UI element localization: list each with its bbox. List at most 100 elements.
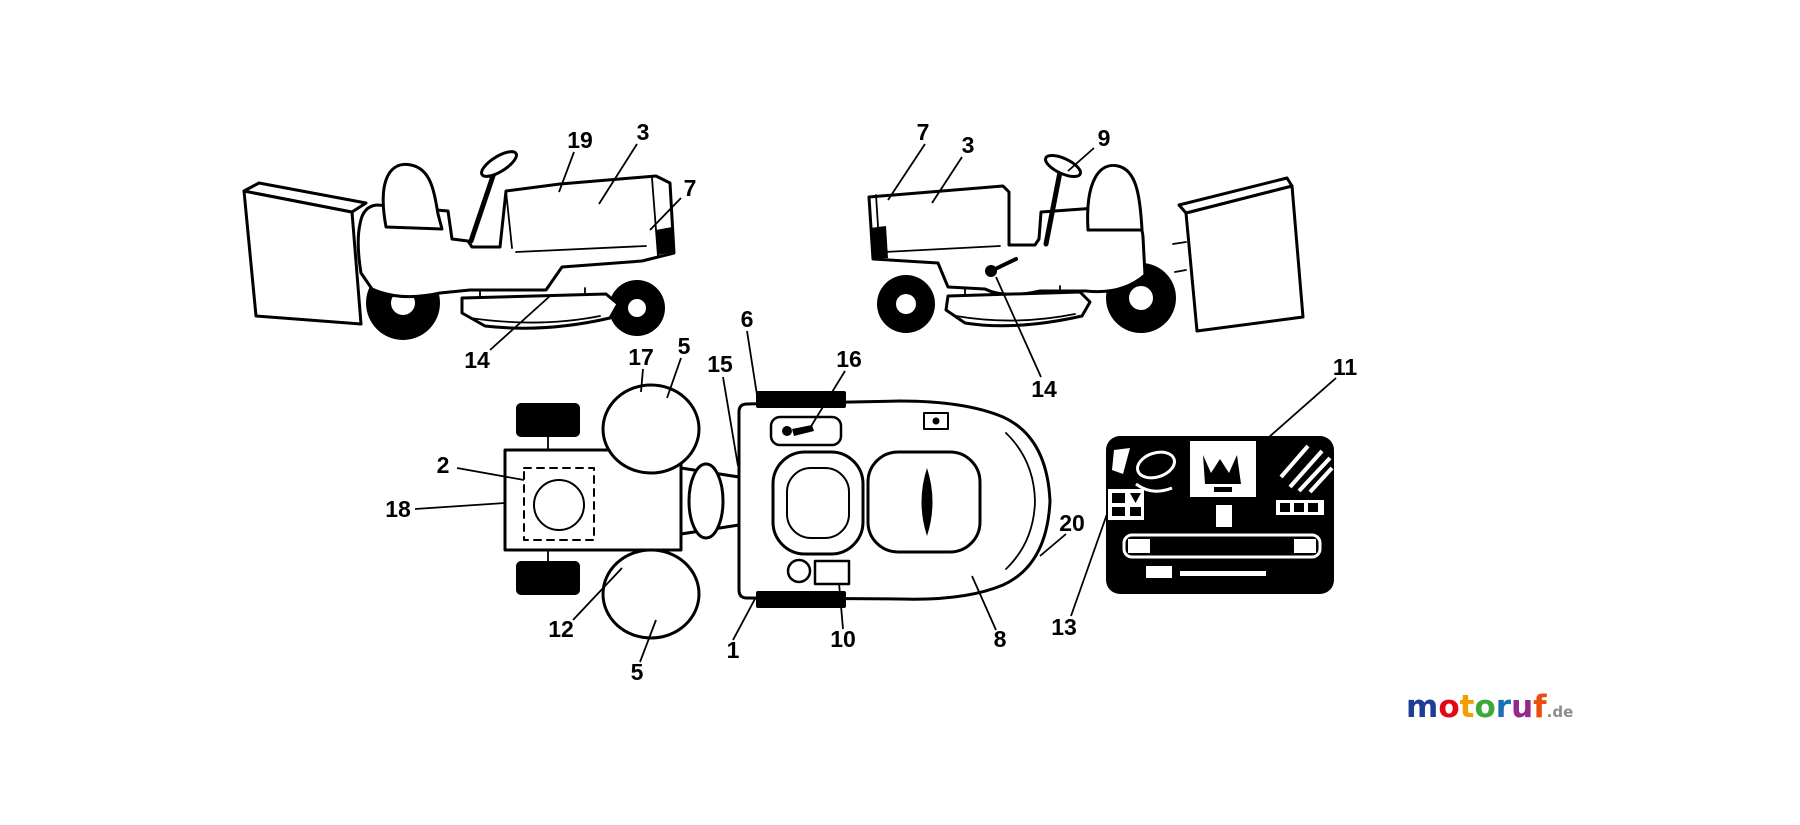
panel-rule-line — [1180, 571, 1266, 576]
front-wheel-hub — [628, 299, 646, 317]
warning-mark-4 — [1130, 507, 1141, 516]
panel-small-label — [1146, 566, 1172, 578]
battery-cap — [533, 479, 585, 531]
front-grille — [656, 227, 674, 255]
callout-12: 12 — [548, 616, 574, 642]
leader-line — [746, 330, 758, 396]
steering-wheel — [1043, 153, 1083, 179]
console-dot — [932, 417, 940, 425]
logo-letter: o — [1474, 689, 1495, 725]
callout-20: 20 — [1059, 510, 1085, 536]
logo-letter: r — [1496, 689, 1512, 725]
callout-3-right: 3 — [962, 132, 975, 158]
logo-suffix: .de — [1547, 703, 1574, 721]
callout-9: 9 — [1098, 125, 1111, 151]
callout-14-left: 14 — [464, 347, 490, 373]
leader-line — [558, 151, 575, 193]
panel-steering-pictogram — [1136, 450, 1176, 480]
seat — [1086, 163, 1144, 232]
leader-line — [598, 143, 638, 205]
steering-column — [468, 167, 498, 244]
leader-line — [722, 376, 739, 467]
leader-line — [1039, 533, 1067, 557]
leader-line — [640, 368, 644, 393]
front-grille — [870, 226, 888, 259]
leader-line — [809, 370, 846, 429]
leader-line — [838, 582, 844, 630]
leader-line — [572, 567, 623, 621]
leader-line — [971, 575, 997, 631]
deck-hangers — [479, 287, 586, 299]
bag-frame-link — [1172, 241, 1187, 273]
tractor-body — [356, 174, 676, 299]
leader-line — [1067, 147, 1095, 172]
front-wheel-hub — [896, 294, 916, 314]
callout-1: 1 — [727, 637, 740, 663]
leader-line — [649, 197, 682, 231]
dash-panel-detail — [1106, 436, 1334, 594]
hood-side-crease — [515, 245, 647, 253]
tire-bottom — [601, 548, 701, 640]
leader-line — [489, 295, 551, 351]
steering-wheel-inner — [786, 467, 850, 539]
logo-text: motoruf.de — [1406, 689, 1573, 725]
callout-13: 13 — [1051, 614, 1077, 640]
seat-split — [921, 468, 933, 536]
warning-mark-3 — [1112, 507, 1125, 516]
callout-19: 19 — [567, 127, 593, 153]
leader-line — [732, 596, 757, 641]
callout-labels: 19 3 7 14 7 3 9 14 6 17 5 15 16 2 18 20 … — [385, 119, 1357, 685]
slot-end-right — [1294, 539, 1316, 553]
logo-letter: o — [1438, 689, 1459, 725]
ignition-icon — [782, 426, 792, 436]
deck-lift-knob — [985, 265, 997, 277]
footpad-top — [756, 391, 846, 408]
indicator-tick-1 — [1280, 503, 1290, 512]
callout-8: 8 — [994, 626, 1007, 652]
hood-rear-edge — [505, 190, 513, 249]
leader-line — [456, 467, 525, 481]
slot-end-left — [1128, 539, 1150, 553]
panel-left-wedge — [1112, 448, 1130, 474]
panel-arc-pictogram — [1135, 482, 1173, 493]
leader-line — [931, 156, 963, 204]
callout-5-bottom: 5 — [631, 659, 644, 685]
warning-mark-2 — [1130, 493, 1141, 503]
deck-detail-line — [469, 315, 601, 324]
steering-wheel — [480, 150, 518, 178]
tractor-side-view-left — [242, 150, 676, 340]
panel-hatch-lines — [1279, 444, 1334, 494]
callout-leader-lines — [414, 143, 1337, 663]
seat — [381, 162, 444, 231]
callout-3-left: 3 — [637, 119, 650, 145]
tire-top — [601, 383, 701, 475]
watermark-logo: motoruf.de — [1406, 689, 1573, 725]
callout-10: 10 — [830, 626, 856, 652]
fuel-box — [813, 559, 851, 586]
indicator-tick-2 — [1294, 503, 1304, 512]
rear-fender-arc — [1005, 432, 1036, 570]
steering-wheel-top — [771, 450, 865, 556]
key-icon — [792, 425, 814, 436]
logo-letter: f — [1533, 689, 1547, 725]
left-wheel-top — [516, 403, 580, 437]
leader-line — [995, 276, 1042, 378]
fuel-cap — [786, 558, 812, 584]
deck-hangers — [964, 285, 1061, 297]
callout-2: 2 — [437, 452, 450, 478]
callout-15: 15 — [707, 351, 733, 377]
callout-7-right: 7 — [917, 119, 930, 145]
steering-column — [1043, 169, 1063, 247]
rear-wheel-hub — [1129, 286, 1153, 310]
callout-11: 11 — [1333, 354, 1358, 380]
leader-line — [1267, 377, 1337, 439]
steering-shaft — [687, 462, 725, 540]
callout-7-left: 7 — [684, 175, 697, 201]
callout-5-top: 5 — [678, 333, 691, 359]
logo-letter: m — [1406, 689, 1438, 725]
leader-line — [639, 619, 657, 663]
brand-crown-base — [1214, 487, 1232, 492]
callout-18: 18 — [385, 496, 411, 522]
